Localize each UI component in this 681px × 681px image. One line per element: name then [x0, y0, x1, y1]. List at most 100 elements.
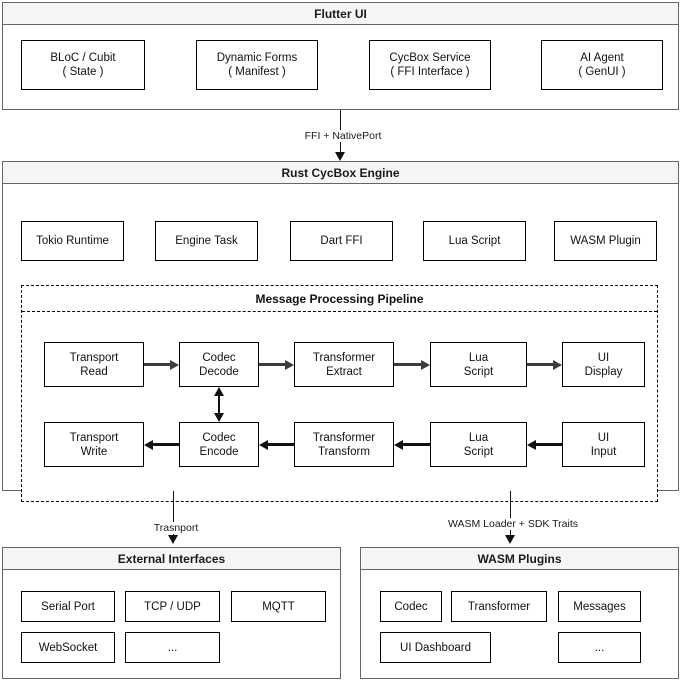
panel-external-interfaces: External Interfaces Serial Port TCP / UD…	[2, 547, 341, 679]
arrowhead-codec-down	[213, 413, 224, 422]
arrow-lua-script-to-ui-display	[527, 363, 553, 366]
box-label-line2: Extract	[326, 365, 362, 378]
box-label-line2: Script	[463, 445, 494, 458]
box-label-line1: UI	[597, 351, 610, 364]
box-lua-script-outbound[interactable]: Lua Script	[430, 422, 527, 467]
box-ui-input[interactable]: UI Input	[562, 422, 645, 467]
box-label-line1: UI Dashboard	[400, 641, 471, 654]
box-label-line1: Lua Script	[448, 235, 501, 247]
box-wasm-plugin[interactable]: WASM Plugin	[554, 221, 657, 261]
connector-arrowhead-trasnport	[168, 535, 178, 544]
box-label-line1: WASM Plugin	[570, 235, 641, 247]
box-label-line2: Transform	[318, 445, 370, 458]
box-ai-agent[interactable]: AI Agent ( GenUI )	[541, 40, 663, 90]
box-plugin-more[interactable]: ...	[558, 632, 641, 663]
connector-arrowhead-wasm-loader	[505, 535, 515, 544]
box-label-line2: ( FFI Interface )	[390, 66, 470, 78]
arrow-transformer-extract-to-lua-script	[394, 363, 421, 366]
box-plugin-ui-dashboard[interactable]: UI Dashboard	[380, 632, 491, 663]
box-label-line2: Write	[80, 445, 108, 458]
panel-title-rust-cycbox-engine: Rust CycBox Engine	[3, 162, 678, 184]
box-label-line1: WebSocket	[38, 641, 98, 654]
connector-label-trasnport: Trasnport	[133, 522, 219, 534]
panel-wasm-plugins: WASM Plugins Codec Transformer Messages …	[360, 547, 679, 679]
box-label-line1: CycBox Service	[389, 52, 471, 64]
box-label-line1: Codec	[202, 351, 236, 364]
box-transport-write[interactable]: Transport Write	[44, 422, 144, 467]
box-websocket[interactable]: WebSocket	[21, 632, 115, 663]
box-serial-port[interactable]: Serial Port	[21, 591, 115, 622]
box-label-line1: AI Agent	[580, 52, 624, 64]
box-label-line1: Transformer	[312, 431, 376, 444]
box-lua-script[interactable]: Lua Script	[423, 221, 526, 261]
group-title-message-processing-pipeline: Message Processing Pipeline	[22, 286, 657, 312]
box-label-line2: Input	[590, 445, 617, 458]
box-label-line1: Codec	[394, 600, 428, 613]
arrowhead-codec-decode-to-transformer-extract	[285, 359, 294, 370]
box-engine-task[interactable]: Engine Task	[155, 221, 258, 261]
box-label-line2: ( State )	[62, 66, 104, 78]
connector-arrowhead-ffi-nativeport	[335, 152, 345, 161]
box-external-more[interactable]: ...	[125, 632, 220, 663]
arrowhead-ui-input-to-lua-script	[527, 439, 536, 450]
box-bloc-cubit[interactable]: BLoC / Cubit ( State )	[21, 40, 145, 90]
group-message-processing-pipeline: Message Processing Pipeline Transport Re…	[21, 285, 658, 502]
box-label-line1: BLoC / Cubit	[50, 52, 116, 64]
box-tokio-runtime[interactable]: Tokio Runtime	[21, 221, 124, 261]
panel-body-rust-cycbox-engine: Tokio Runtime Engine Task Dart FFI Lua S…	[3, 184, 678, 502]
box-label-line1: Dart FFI	[320, 235, 363, 247]
box-label-line1: TCP / UDP	[144, 600, 201, 613]
connector-label-ffi-nativeport: FFI + NativePort	[278, 130, 408, 142]
box-label-line2: Read	[80, 365, 108, 378]
panel-title-flutter-ui: Flutter UI	[3, 3, 678, 25]
box-label-line1: Codec	[202, 431, 236, 444]
box-cycbox-service[interactable]: CycBox Service ( FFI Interface )	[369, 40, 491, 90]
box-plugin-transformer[interactable]: Transformer	[451, 591, 547, 622]
panel-body-wasm-plugins: Codec Transformer Messages UI Dashboard …	[361, 570, 678, 678]
box-label-line1: ...	[594, 641, 605, 654]
box-plugin-messages[interactable]: Messages	[558, 591, 641, 622]
connector-line-wasm-loader	[510, 491, 511, 535]
box-plugin-codec[interactable]: Codec	[380, 591, 442, 622]
arrowhead-codec-up	[213, 387, 224, 396]
connector-line-trasnport	[173, 491, 174, 535]
box-label-line1: Transformer	[312, 351, 376, 364]
box-lua-script-inbound[interactable]: Lua Script	[430, 342, 527, 387]
box-codec-encode[interactable]: Codec Encode	[179, 422, 259, 467]
box-transformer-extract[interactable]: Transformer Extract	[294, 342, 394, 387]
box-label-line2: Decode	[199, 365, 239, 378]
box-ui-display[interactable]: UI Display	[562, 342, 645, 387]
box-label-line1: Transport	[69, 431, 119, 444]
box-label-line1: Tokio Runtime	[36, 235, 109, 247]
box-label-line2: ( GenUI )	[578, 66, 626, 78]
panel-body-external-interfaces: Serial Port TCP / UDP MQTT WebSocket ...	[3, 570, 340, 678]
box-label-line1: Lua	[468, 431, 489, 444]
arrowhead-lua-script-to-ui-display	[553, 359, 562, 370]
box-label-line1: Transport	[69, 351, 119, 364]
panel-title-external-interfaces: External Interfaces	[3, 548, 340, 570]
box-mqtt[interactable]: MQTT	[231, 591, 326, 622]
box-label-line1: Serial Port	[41, 600, 95, 613]
arrow-ui-input-to-lua-script	[536, 443, 562, 447]
arrowhead-lua-script-to-transformer-transform	[394, 439, 403, 450]
box-transport-read[interactable]: Transport Read	[44, 342, 144, 387]
connector-line-codec-decode-encode	[218, 389, 220, 420]
box-dart-ffi[interactable]: Dart FFI	[290, 221, 393, 261]
box-transformer-transform[interactable]: Transformer Transform	[294, 422, 394, 467]
box-label-line1: Engine Task	[175, 235, 238, 247]
arrow-lua-script-to-transformer-transform	[403, 443, 430, 447]
arrow-codec-encode-to-transport-write	[153, 443, 179, 447]
box-label-line1: ...	[167, 641, 178, 654]
box-label-line2: Display	[584, 365, 623, 378]
arrow-transport-read-to-codec-decode	[144, 363, 170, 366]
box-label-line1: Transformer	[467, 600, 531, 613]
box-tcp-udp[interactable]: TCP / UDP	[125, 591, 220, 622]
box-codec-decode[interactable]: Codec Decode	[179, 342, 259, 387]
box-label-line2: Script	[463, 365, 494, 378]
box-label-line1: Lua	[468, 351, 489, 364]
arrowhead-codec-encode-to-transport-write	[144, 439, 153, 450]
box-dynamic-forms[interactable]: Dynamic Forms ( Manifest )	[196, 40, 318, 90]
arrowhead-transformer-extract-to-lua-script	[421, 359, 430, 370]
connector-label-wasm-loader: WASM Loader + SDK Traits	[437, 518, 589, 530]
